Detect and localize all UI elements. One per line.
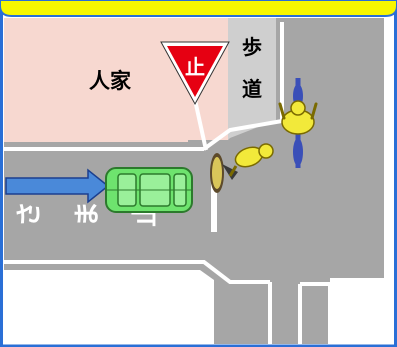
right-arrow-icon xyxy=(5,168,110,204)
cyclist-left-icon xyxy=(210,143,274,193)
sidewalk xyxy=(228,18,276,140)
cyclist-top-icon xyxy=(278,78,318,168)
lower-right-lot xyxy=(330,278,393,344)
road-edge-lines xyxy=(4,22,332,344)
header-strip xyxy=(0,0,397,17)
road-markings: さ ま 止 xyxy=(15,201,161,227)
sidewalk-label-2: 道 xyxy=(242,77,262,101)
stop-sign-label: 止 xyxy=(185,55,205,79)
road-marking-2: ま xyxy=(73,201,103,227)
lower-left-lot xyxy=(4,270,214,344)
stop-sign-icon: 止 xyxy=(160,41,230,106)
road-marking-1: さ xyxy=(15,201,45,227)
house-label: 人家 xyxy=(89,69,132,93)
right-lot xyxy=(384,18,393,344)
sidewalk-label-1: 歩 xyxy=(242,35,262,59)
green-car-icon xyxy=(105,167,193,213)
stop-sign-post xyxy=(193,99,208,151)
